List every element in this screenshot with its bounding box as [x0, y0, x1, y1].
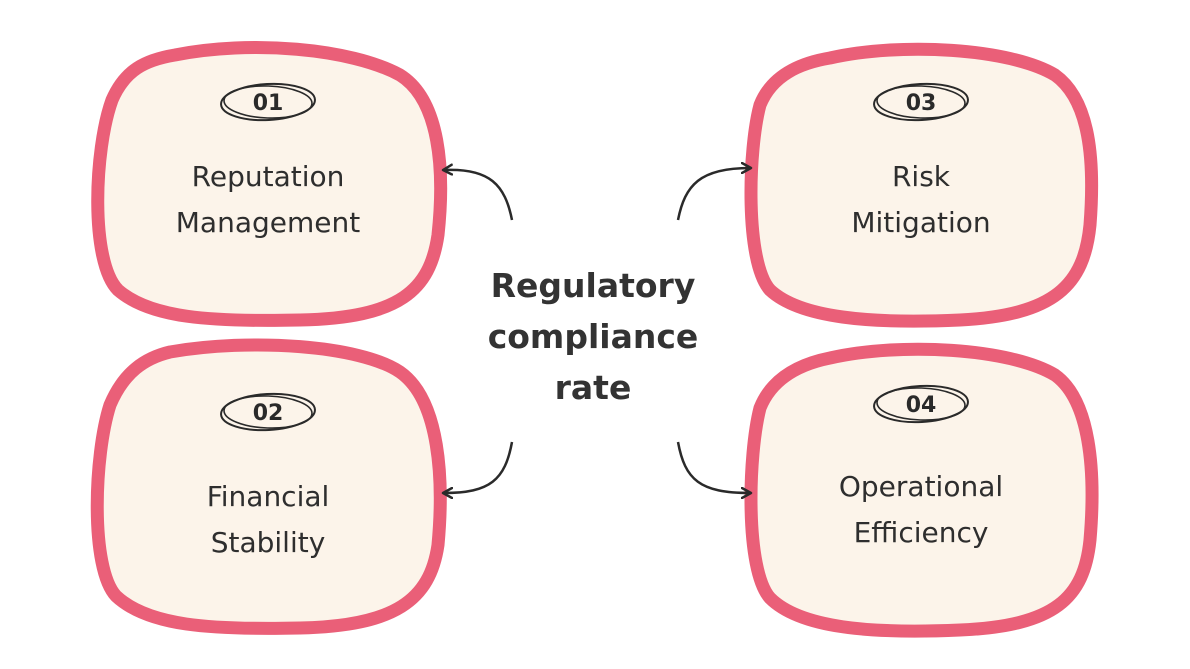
card-label-line-2: Efficiency: [854, 516, 989, 549]
card-operational-efficiency: 04 Operational Efficiency: [744, 342, 1099, 638]
card-label-line-1: Financial: [207, 480, 330, 513]
card-reputation-management: 01 Reputation Management: [91, 41, 448, 327]
card-number: 04: [906, 393, 937, 418]
card-label-line-1: Reputation: [192, 160, 345, 193]
center-title-line-2: compliance: [488, 317, 699, 356]
arrow-to-card-03: [676, 168, 750, 221]
card-number: 03: [906, 91, 937, 116]
arrow-to-card-04: [676, 441, 750, 493]
card-label-line-2: Management: [176, 206, 360, 239]
card-shape: [91, 41, 448, 327]
card-financial-stability: 02 Financial Stability: [90, 338, 447, 635]
number-badge: 03: [873, 82, 969, 122]
number-badge: 01: [220, 82, 316, 122]
card-label-line-2: Stability: [211, 526, 326, 559]
card-shape: [744, 42, 1099, 328]
number-badge: 02: [220, 392, 316, 432]
number-badge: 04: [873, 384, 969, 424]
center-title: Regulatory compliance rate: [488, 266, 699, 407]
card-label-line-1: Operational: [839, 470, 1003, 503]
card-number: 01: [253, 91, 284, 116]
arrow-to-card-02: [444, 441, 514, 493]
center-title-line-1: Regulatory: [491, 266, 696, 305]
card-number: 02: [253, 401, 284, 426]
card-label-line-1: Risk: [892, 160, 951, 193]
center-title-line-3: rate: [555, 368, 632, 407]
card-risk-mitigation: 03 Risk Mitigation: [744, 42, 1099, 328]
card-shape: [90, 338, 447, 635]
arrow-to-card-01: [444, 170, 514, 221]
card-label-line-2: Mitigation: [851, 206, 990, 239]
card-shape: [744, 342, 1099, 638]
arrows: [444, 168, 750, 493]
